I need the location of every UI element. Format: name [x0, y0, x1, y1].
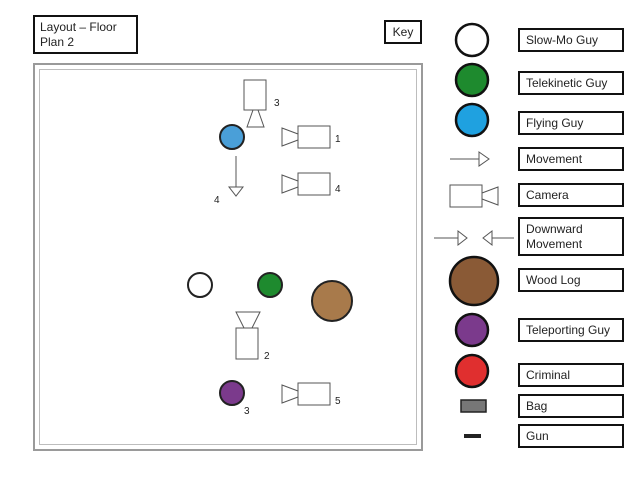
telekinetic-guy-marker — [257, 272, 283, 298]
legend-label-bag: Bag — [518, 394, 624, 418]
camera-icon — [449, 184, 499, 208]
floor-plan-inner-border — [39, 69, 417, 445]
gun-icon — [464, 434, 481, 438]
legend-label-teleporting-guy: Teleporting Guy — [518, 318, 624, 342]
legend-label-downward-line2: Movement — [526, 236, 583, 251]
layout-title-box: Layout – Floor Plan 2 — [33, 15, 138, 54]
legend-label-telekinetic-guy: Telekinetic Guy — [518, 71, 624, 95]
floor-plan-area — [33, 63, 423, 451]
slow-mo-guy-marker — [187, 272, 213, 298]
blue-circle-icon — [454, 102, 490, 138]
legend-label-slow-mo-guy: Slow-Mo Guy — [518, 28, 624, 52]
camera-number-2: 2 — [264, 351, 270, 362]
bag-icon — [460, 399, 487, 413]
wood-log-icon — [448, 255, 500, 307]
legend-label-gun: Gun — [518, 424, 624, 448]
teleporting-guy-marker — [219, 380, 245, 406]
camera-icon — [281, 382, 331, 406]
legend-label-flying-guy: Flying Guy — [518, 111, 624, 135]
purple-circle-icon — [454, 312, 490, 348]
camera-number-4: 4 — [335, 184, 341, 195]
legend-label-criminal: Criminal — [518, 363, 624, 387]
legend-label-movement: Movement — [518, 147, 624, 171]
key-label: Key — [384, 20, 422, 44]
wood-log-marker — [311, 280, 353, 322]
teleporter-number-3: 3 — [244, 406, 250, 417]
flying-guy-marker — [219, 124, 245, 150]
red-circle-icon — [454, 353, 490, 389]
layout-title-line2: Plan 2 — [40, 35, 75, 49]
legend-label-downward-line1: Downward — [526, 221, 583, 236]
arrow-right-icon — [450, 151, 490, 167]
movement-arrow-down-icon — [227, 156, 245, 197]
camera-number-5: 5 — [335, 396, 341, 407]
white-circle-icon — [454, 22, 490, 58]
camera-icon — [281, 172, 331, 196]
camera-number-1: 1 — [335, 134, 341, 145]
camera-icon — [235, 311, 261, 360]
camera-icon — [281, 125, 331, 149]
arrow-number-4: 4 — [214, 195, 220, 206]
green-circle-icon — [454, 62, 490, 98]
camera-icon — [243, 79, 267, 128]
legend-label-downward-movement: Downward Movement — [518, 217, 624, 256]
layout-title-line1: Layout – Floor — [40, 20, 117, 34]
legend-label-wood-log: Wood Log — [518, 268, 624, 292]
camera-number-3: 3 — [274, 98, 280, 109]
legend-label-camera: Camera — [518, 183, 624, 207]
downward-arrows-icon — [434, 229, 514, 247]
